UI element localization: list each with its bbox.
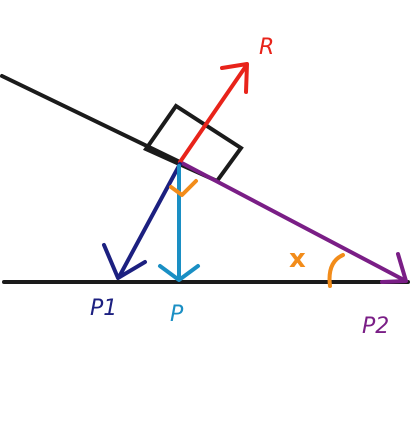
p2-arrow	[178, 160, 408, 284]
p1-label: P1	[90, 296, 117, 321]
right-angle-marker	[169, 179, 198, 197]
angle-label: x	[289, 244, 306, 274]
r-arrow	[178, 62, 249, 164]
p1-arrow	[102, 162, 182, 280]
incline-line	[0, 74, 182, 164]
p-label: P	[170, 302, 184, 327]
p2-label: P2	[362, 314, 389, 339]
angle-arc	[327, 253, 345, 288]
p-arrow	[158, 164, 200, 282]
r-label: R	[259, 35, 274, 60]
